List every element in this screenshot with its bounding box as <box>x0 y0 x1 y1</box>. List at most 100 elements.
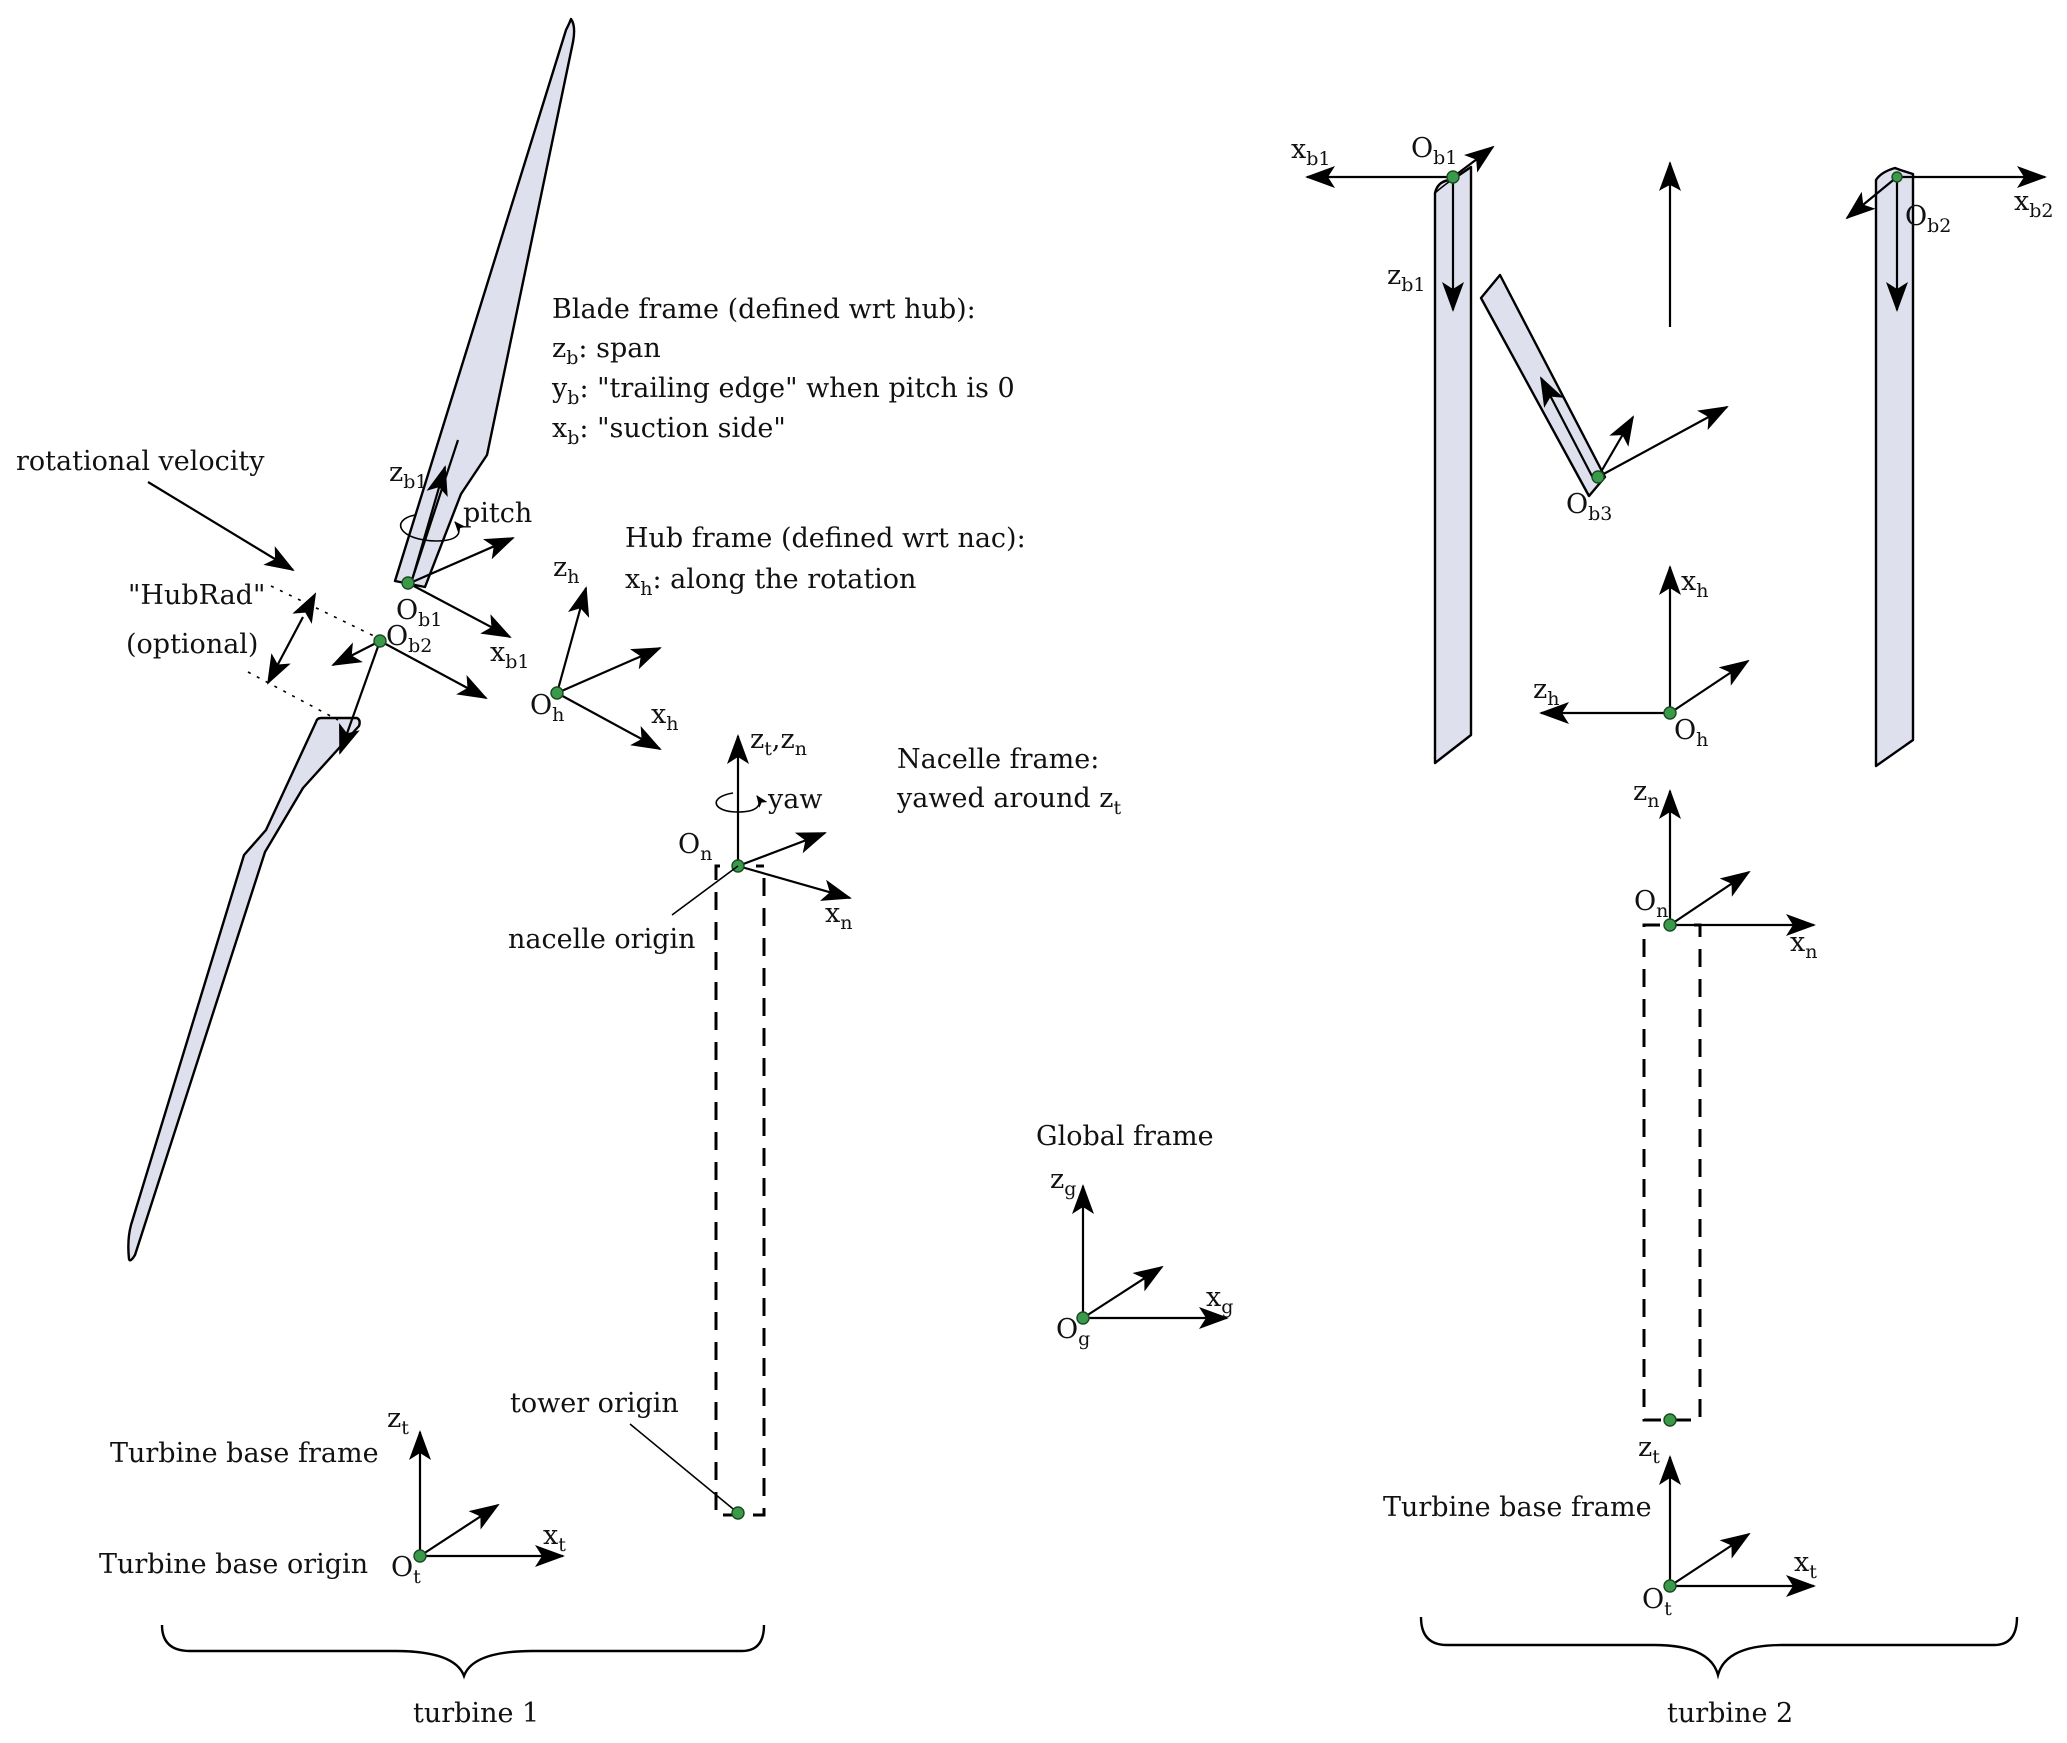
t2-o-b3-label: Ob3 <box>1566 489 1612 525</box>
t2-o-h-label: Oh <box>1674 715 1708 751</box>
global-frame-title: Global frame <box>1036 1121 1214 1152</box>
yaw-label: yaw <box>767 784 822 815</box>
blade-2-z-arrow <box>338 640 382 755</box>
blade-2-y-arrow <box>331 640 381 666</box>
t2-blade-3-shape <box>1479 273 1607 498</box>
t2-y-b2-arrow <box>1845 176 1898 220</box>
tower-origin-leader <box>629 1423 739 1514</box>
z-b1-arrow <box>410 465 448 581</box>
t2-b3-y-arrow <box>1597 415 1635 478</box>
t2-b3-x-arrow <box>1597 406 1729 478</box>
nacelle-origin-label: nacelle origin <box>508 924 696 955</box>
hubrad-label: "HubRad" <box>128 580 265 611</box>
turbine-2-brace <box>1419 1616 2019 1680</box>
x-h-label: xh <box>651 699 678 735</box>
z-t-n-label: zt,zn <box>750 724 807 760</box>
t2-x-b1-label: xb1 <box>1291 134 1331 170</box>
t2-x-b2-label: xb2 <box>2014 186 2054 222</box>
hub-frame-description: Hub frame (defined wrt nac): xh: along t… <box>625 523 1026 600</box>
y-h-arrow <box>556 646 662 695</box>
blade-2-x-arrow <box>379 640 488 699</box>
y-b1-arrow <box>409 536 515 585</box>
t2-tower-outline <box>1642 923 1702 1422</box>
t2-o-b2-label: Ob2 <box>1905 201 1951 237</box>
z-g-label: zg <box>1050 1164 1076 1200</box>
o-b2-label: Ob2 <box>386 621 432 657</box>
pitch-rotation-icon <box>399 514 467 542</box>
tower-outline <box>714 864 766 1517</box>
t2-y-b1-arrow <box>1452 145 1495 178</box>
yaw-rotation-icon <box>715 792 768 813</box>
x-b1-arrow <box>409 583 512 638</box>
blade-frame-line-2: yb: "trailing edge" when pitch is 0 <box>551 373 1015 409</box>
tower-origin-label: tower origin <box>510 1388 679 1419</box>
o-t-label: Ot <box>391 1552 421 1588</box>
blade-frame-title: Blade frame (defined wrt hub): <box>552 294 976 325</box>
z-h-label: zh <box>553 552 579 588</box>
blade-frame-line-1: zb: span <box>552 333 661 369</box>
t2-turbine-base-frame-label: Turbine base frame <box>1383 1492 1652 1523</box>
o-g-label: Og <box>1056 1314 1090 1350</box>
origin-t-dot <box>413 1549 427 1563</box>
t2-origin-b3-dot <box>1591 470 1605 484</box>
blade-frame-description: Blade frame (defined wrt hub): zb: span … <box>551 294 1015 449</box>
t2-z-h-label: zh <box>1533 674 1559 710</box>
origin-h-dot <box>550 686 564 700</box>
t2-tower-origin-dot <box>1663 1413 1677 1427</box>
t2-rotation-arrow-double-head <box>1660 163 1680 190</box>
turbine-2: xb1 Ob1 zb1 Ob2 xb2 Ob3 xh zh Oh zn On <box>1291 133 2054 1729</box>
t2-x-n-label: xn <box>1790 927 1817 963</box>
t2-o-t-label: Ot <box>1642 1584 1672 1620</box>
origin-b2-dot <box>373 634 387 648</box>
t2-x-t-label: xt <box>1794 1547 1817 1583</box>
t2-blade-2-shape <box>1874 166 1915 768</box>
turbine-2-label: turbine 2 <box>1667 1698 1793 1729</box>
rotational-velocity-label: rotational velocity <box>16 446 265 477</box>
blade-frame-line-3: xb: "suction side" <box>552 413 786 449</box>
nacelle-frame-line: yawed around zt <box>896 783 1121 819</box>
global-frame: Global frame zg xg Og <box>1036 1121 1233 1350</box>
tower-origin-dot <box>731 1506 745 1520</box>
t2-origin-n-dot <box>1663 918 1677 932</box>
t2-z-b1-label: zb1 <box>1387 260 1426 296</box>
t2-origin-h-dot <box>1663 706 1677 720</box>
nacelle-frame-title: Nacelle frame: <box>897 744 1099 775</box>
t2-z-t-label: zt <box>1638 1432 1660 1468</box>
y-t-arrow <box>419 1503 500 1557</box>
turbine-1: rotational velocity "HubRad" (optional) … <box>16 17 1121 1729</box>
origin-g-dot <box>1076 1311 1090 1325</box>
o-b1-label: Ob1 <box>396 595 442 631</box>
hub-frame-title: Hub frame (defined wrt nac): <box>625 523 1026 554</box>
t2-origin-t-dot <box>1663 1579 1677 1593</box>
hubrad-optional-label: (optional) <box>126 629 258 660</box>
hubrad-dotted-bottom <box>247 671 339 721</box>
t2-o-n-label: On <box>1634 886 1668 922</box>
t2-z-n-label: zn <box>1633 776 1659 812</box>
o-n-label: On <box>678 829 712 865</box>
x-g-label: xg <box>1206 1282 1233 1318</box>
y-n-arrow <box>737 831 827 868</box>
origin-b1-dot <box>401 576 415 590</box>
z-h-arrow <box>555 586 590 694</box>
blade-2-shape <box>127 716 361 1262</box>
hubrad-dimension-arrow <box>267 592 317 685</box>
hubrad-dotted-top <box>270 585 377 638</box>
x-h-arrow <box>556 692 662 750</box>
pitch-label: pitch <box>463 498 532 529</box>
t2-x-h-label: xh <box>1681 566 1708 602</box>
turbine-1-label: turbine 1 <box>413 1698 539 1729</box>
t2-origin-b1-dot <box>1446 170 1460 184</box>
t2-y-n-arrow <box>1669 870 1751 926</box>
turbine-base-origin-label: Turbine base origin <box>99 1549 368 1580</box>
turbine-1-brace <box>160 1624 766 1680</box>
t2-origin-b2-dot <box>1891 171 1903 183</box>
y-g-arrow <box>1082 1265 1164 1319</box>
rotational-velocity-arrow <box>147 481 295 572</box>
x-t-label: xt <box>543 1520 566 1556</box>
t2-z-b3-arrow <box>1540 376 1595 481</box>
z-t-label: zt <box>387 1403 409 1439</box>
x-n-arrow <box>737 864 852 901</box>
z-b1-label: zb1 <box>389 457 428 493</box>
